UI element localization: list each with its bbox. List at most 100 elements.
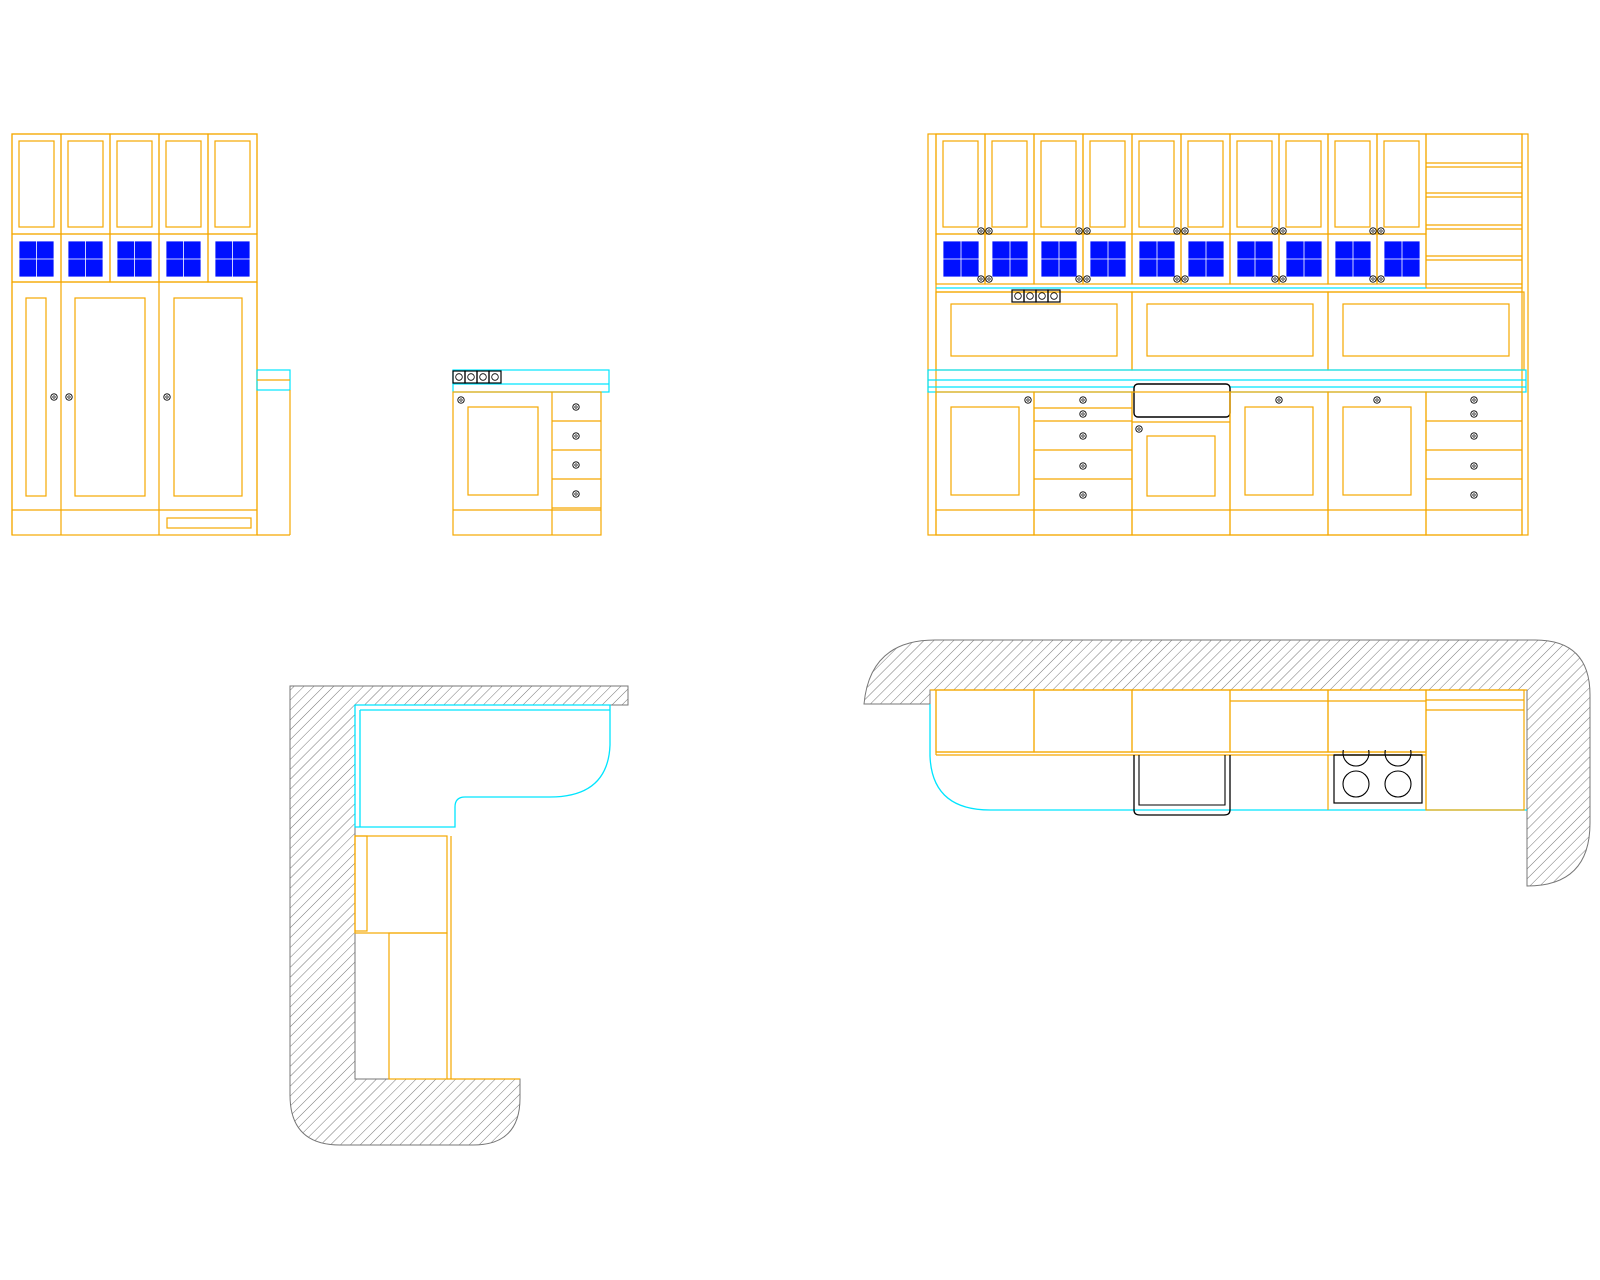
upper-cabinet-plan <box>935 689 1035 753</box>
glass-pane <box>1237 241 1255 259</box>
glass-pane <box>1206 259 1224 277</box>
knob-icon <box>985 227 993 235</box>
glass-pane <box>943 241 961 259</box>
glass-door <box>1041 241 1077 277</box>
glass-door <box>1237 241 1273 277</box>
glass-pane <box>1059 241 1077 259</box>
glass-door <box>992 241 1028 277</box>
knob-icon <box>1470 396 1478 404</box>
countertop-edge <box>359 709 610 827</box>
pantry-door-panel <box>74 297 146 497</box>
door-panel <box>1040 140 1077 228</box>
door-panel <box>116 140 153 228</box>
base-cabinet-plan <box>354 835 448 934</box>
knob-icon <box>457 396 465 404</box>
door-panel <box>950 406 1020 496</box>
glass-pane <box>85 259 103 277</box>
glass-door <box>68 241 103 277</box>
knob-icon <box>1279 275 1287 283</box>
knob-icon <box>1377 227 1385 235</box>
sink-icon <box>1133 383 1231 418</box>
knob-icon <box>1024 396 1032 404</box>
glass-door <box>1335 241 1371 277</box>
door-panel <box>1089 140 1126 228</box>
vent-grille <box>166 517 252 529</box>
door-panel <box>18 140 55 228</box>
glass-pane <box>1139 241 1157 259</box>
glass-door <box>1286 241 1322 277</box>
door-panel <box>942 140 979 228</box>
glass-cabinet-frame <box>158 233 209 283</box>
glass-pane <box>1402 259 1420 277</box>
upper-cabinet-plan <box>1033 689 1133 753</box>
glass-pane <box>1304 259 1322 277</box>
glass-pane <box>232 241 250 259</box>
glass-pane <box>1384 241 1402 259</box>
glass-pane <box>1157 259 1175 277</box>
base-cabinet <box>1033 391 1133 536</box>
knob-icon <box>50 393 58 401</box>
knob-icon <box>977 227 985 235</box>
glass-pane <box>943 259 961 277</box>
glass-pane <box>992 241 1010 259</box>
glass-door <box>1188 241 1224 277</box>
elevation-peninsula <box>452 369 610 536</box>
cooktop-mask <box>1332 738 1424 750</box>
knob-icon <box>1181 275 1189 283</box>
cabinet-outline <box>927 133 1529 536</box>
glass-pane <box>1090 241 1108 259</box>
base-cabinet-plan <box>388 932 448 1080</box>
backsplash-panel <box>1342 303 1510 357</box>
glass-pane <box>1335 259 1353 277</box>
burner <box>1384 770 1412 798</box>
glass-pane <box>1237 259 1255 277</box>
glass-pane <box>1090 259 1108 277</box>
knob-icon <box>1271 275 1279 283</box>
knob-icon <box>1369 275 1377 283</box>
glass-pane <box>215 241 233 259</box>
pantry-door-panel <box>173 297 243 497</box>
door-panel <box>1146 435 1216 497</box>
glass-pane <box>1255 241 1273 259</box>
glass-door <box>117 241 152 277</box>
glass-pane <box>36 241 54 259</box>
glass-pane <box>134 241 152 259</box>
elevation-main-wall <box>927 133 1529 536</box>
outlet-icon <box>452 370 502 384</box>
narrow-door-panel <box>25 297 47 497</box>
door-panel <box>1244 406 1314 496</box>
knob-icon <box>1079 410 1087 418</box>
door-panel <box>1383 140 1420 228</box>
outlet-box <box>452 370 466 384</box>
knob-icon <box>163 393 171 401</box>
glass-pane <box>1384 259 1402 277</box>
glass-pane <box>1108 259 1126 277</box>
glass-pane <box>992 259 1010 277</box>
glass-pane <box>19 241 37 259</box>
end-panel-plan <box>354 835 368 932</box>
glass-pane <box>1059 259 1077 277</box>
knob-icon <box>1377 275 1385 283</box>
outlet-box <box>464 370 478 384</box>
glass-pane <box>1255 259 1273 277</box>
glass-pane <box>1286 241 1304 259</box>
knob-icon <box>1083 275 1091 283</box>
knob-icon <box>1271 227 1279 235</box>
cabinet-outline <box>11 133 258 536</box>
glass-pane <box>961 259 979 277</box>
plan-l-shaped-counter <box>289 685 629 1146</box>
knob-icon <box>1083 227 1091 235</box>
knob-icon <box>572 461 580 469</box>
open-shelving <box>1425 133 1523 289</box>
glass-pane <box>134 259 152 277</box>
glass-cabinet-frame <box>109 233 160 283</box>
glass-pane <box>117 241 135 259</box>
glass-cabinet-frame <box>60 233 111 283</box>
glass-pane <box>1335 241 1353 259</box>
door-panel <box>1236 140 1273 228</box>
glass-door <box>19 241 54 277</box>
glass-pane <box>68 259 86 277</box>
wall-hatch <box>863 639 1591 887</box>
glass-pane <box>85 241 103 259</box>
